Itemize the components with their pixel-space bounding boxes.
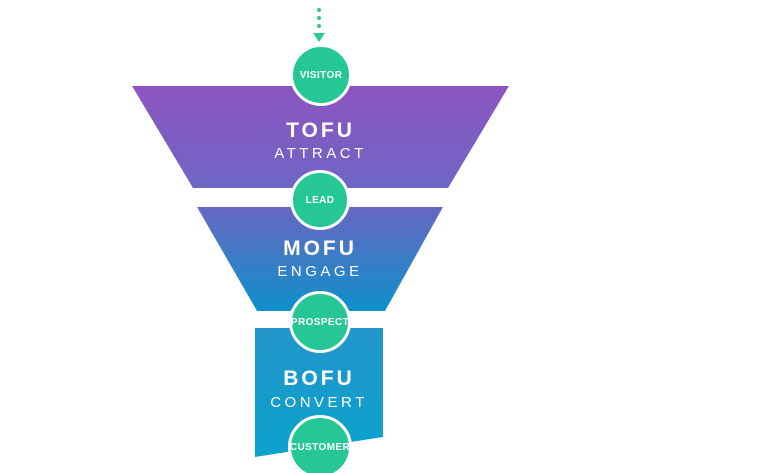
arrow-dot [317, 8, 321, 12]
milestone-prospect-label: PROSPECT [290, 316, 350, 328]
flow-down-arrow-icon [311, 8, 327, 42]
stage-bofu-action: CONVERT [270, 393, 368, 411]
milestone-lead: LEAD [290, 170, 350, 230]
milestone-customer: CUSTOMER [288, 415, 352, 473]
stage-mofu-code: MOFU [283, 236, 357, 260]
arrow-dot [317, 24, 321, 28]
stage-mofu-action: ENGAGE [277, 263, 363, 281]
arrow-head-icon [313, 33, 325, 42]
milestone-visitor: VISITOR [290, 44, 352, 106]
stage-tofu-code: TOFU [286, 118, 355, 142]
stage-bofu-code: BOFU [283, 367, 355, 391]
milestone-prospect: PROSPECT [289, 291, 351, 353]
milestone-visitor-label: VISITOR [299, 69, 343, 81]
milestone-customer-label: CUSTOMER [289, 441, 351, 453]
arrow-dot [317, 16, 321, 20]
milestone-lead-label: LEAD [305, 194, 335, 206]
stage-tofu-action: ATTRACT [274, 145, 367, 163]
